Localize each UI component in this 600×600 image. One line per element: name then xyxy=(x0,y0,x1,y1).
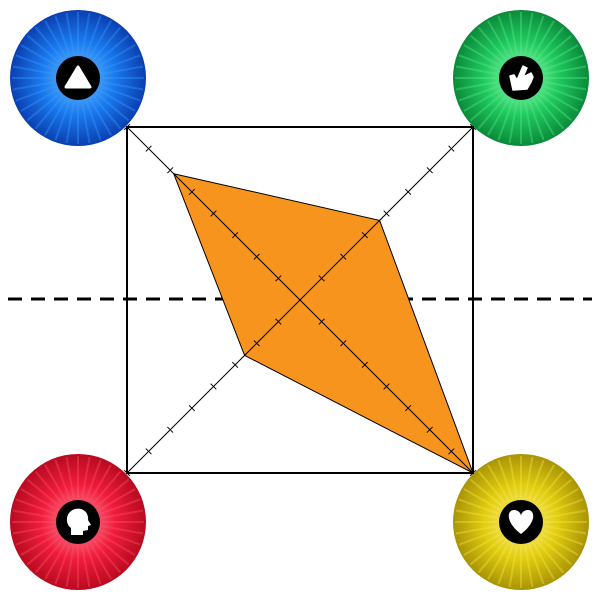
tick-top-right-3 xyxy=(361,231,369,239)
tick-top-right-8 xyxy=(469,123,477,131)
tick-top-right-1 xyxy=(318,275,325,282)
diagonal-tr-bl xyxy=(126,126,474,474)
tick-bottom-right-6 xyxy=(426,426,433,433)
tick-bottom-right-1 xyxy=(318,318,325,325)
heart-icon xyxy=(499,500,543,544)
tick-top-left-7 xyxy=(145,145,152,152)
tick-top-left-3 xyxy=(231,231,239,239)
tick-top-left-5 xyxy=(188,188,196,196)
tick-top-left-6 xyxy=(167,167,174,174)
tick-bottom-right-4 xyxy=(383,383,390,390)
tick-bottom-right-2 xyxy=(340,340,347,347)
tick-bottom-right-3 xyxy=(361,361,369,369)
triangle-icon xyxy=(56,56,100,100)
tick-top-right-7 xyxy=(448,145,455,152)
tick-bottom-left-6 xyxy=(167,426,174,433)
corner-icons xyxy=(56,56,543,544)
tick-top-right-6 xyxy=(426,167,433,174)
diagonal-ticks xyxy=(123,123,477,477)
tick-bottom-right-5 xyxy=(404,404,412,412)
tick-top-left-8 xyxy=(123,123,131,131)
tick-top-left-4 xyxy=(210,210,217,217)
outer-square xyxy=(126,126,474,474)
tick-bottom-left-4 xyxy=(210,383,217,390)
tick-top-left-2 xyxy=(253,253,260,260)
head-profile-icon xyxy=(56,500,100,544)
tick-bottom-left-7 xyxy=(145,448,152,455)
tick-bottom-right-8 xyxy=(469,469,477,477)
tick-bottom-left-3 xyxy=(231,361,239,369)
tick-top-left-1 xyxy=(275,275,282,282)
tick-bottom-left-8 xyxy=(123,469,131,477)
tick-bottom-right-7 xyxy=(448,448,455,455)
tick-top-right-4 xyxy=(383,210,390,217)
pointing-hand-icon xyxy=(499,56,543,100)
tick-bottom-left-2 xyxy=(253,340,260,347)
tick-bottom-left-1 xyxy=(275,318,282,325)
tick-top-right-5 xyxy=(404,188,412,196)
tick-top-right-2 xyxy=(340,253,347,260)
tick-bottom-left-5 xyxy=(188,404,196,412)
